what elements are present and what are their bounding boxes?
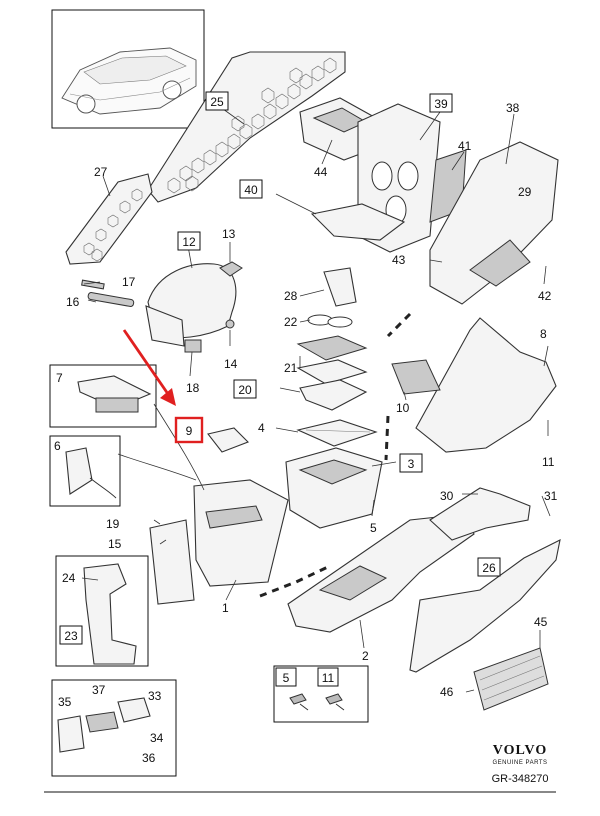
highlight-box-9 [174, 416, 204, 444]
label-16: 16 [66, 295, 80, 309]
label-44: 44 [314, 165, 328, 179]
part-3-storage-bin [285, 447, 383, 529]
part-18-spring [184, 339, 202, 353]
part-1-front-console [149, 479, 289, 605]
inset-fasteners [273, 665, 369, 723]
label-43: 43 [392, 253, 406, 267]
label-42: 42 [538, 289, 552, 303]
label-7: 7 [56, 371, 63, 385]
highlight-arrow [122, 329, 176, 406]
label-35: 35 [58, 695, 72, 709]
label-25: 25 [210, 95, 224, 109]
label-22: 22 [284, 315, 298, 329]
brand-name: VOLVO [493, 743, 548, 758]
label-4: 4 [258, 421, 265, 435]
part-12-armrest [145, 263, 237, 347]
label-13: 13 [222, 227, 236, 241]
label-10: 10 [396, 401, 410, 415]
part-46-mesh-panel [473, 647, 549, 711]
part-25-console-side-panel [147, 51, 346, 203]
leader-lines [81, 103, 551, 693]
reference-code: GR-348270 [492, 773, 549, 785]
label-24: 24 [62, 571, 76, 585]
car-thumbnail [51, 9, 205, 129]
label-37: 37 [92, 683, 106, 697]
part-2-console-base [287, 513, 475, 633]
label-1: 1 [222, 601, 229, 615]
label-38: 38 [506, 101, 520, 115]
label-40: 40 [244, 183, 258, 197]
fastener-label-5: 5 [283, 671, 290, 685]
label-17: 17 [122, 275, 136, 289]
label-8: 8 [540, 327, 547, 341]
label-6: 6 [54, 439, 61, 453]
label-9: 9 [186, 424, 193, 438]
part-10-cover [391, 359, 441, 395]
cupholder-stack [296, 267, 378, 447]
label-26: 26 [482, 561, 496, 575]
label-3: 3 [408, 457, 415, 471]
part-39-shifter-surround [310, 103, 441, 253]
fastener-label-11: 11 [322, 671, 335, 685]
inset-part-6 [49, 435, 121, 507]
part-16-pin [81, 279, 135, 307]
label-19: 19 [106, 517, 120, 531]
inset-parts-23-24 [55, 555, 149, 667]
brand-subtitle: GENUINE PARTS [493, 760, 548, 766]
label-39: 39 [434, 97, 448, 111]
label-21: 21 [284, 361, 298, 375]
boxed-labels: 25 39 40 12 20 3 26 23 9 5 11 [59, 91, 501, 685]
label-11: 11 [542, 455, 555, 469]
part-27-side-trim [65, 173, 153, 265]
volvo-logo: VOLVO GENUINE PARTS [493, 743, 548, 766]
part-30-bracket [429, 487, 531, 541]
part-26-side-panel [409, 539, 561, 673]
dashed-link-c [384, 415, 390, 461]
part-14-screw [225, 319, 235, 329]
label-12: 12 [182, 235, 196, 249]
label-15: 15 [108, 537, 122, 551]
label-36: 36 [142, 751, 156, 765]
label-30: 30 [440, 489, 454, 503]
inset-parts-33-37 [51, 679, 177, 777]
inset-part-7 [49, 364, 157, 428]
label-29: 29 [518, 185, 532, 199]
part-9-tray [207, 427, 249, 453]
label-34: 34 [150, 731, 164, 745]
label-18: 18 [186, 381, 200, 395]
label-45: 45 [534, 615, 548, 629]
part-13-clip [219, 261, 243, 277]
dashed-link-a [386, 312, 412, 338]
label-14: 14 [224, 357, 238, 371]
label-33: 33 [148, 689, 162, 703]
label-28: 28 [284, 289, 298, 303]
label-27: 27 [94, 165, 108, 179]
label-23: 23 [64, 629, 78, 643]
label-41: 41 [458, 139, 472, 153]
part-38-rear-console [429, 141, 559, 305]
label-5: 5 [370, 521, 377, 535]
part-8-rear-frame [415, 317, 557, 453]
label-2: 2 [362, 649, 369, 663]
label-31: 31 [544, 489, 558, 503]
label-20: 20 [238, 383, 252, 397]
label-46: 46 [440, 685, 454, 699]
plain-labels: 27 44 41 38 29 13 17 16 14 18 28 22 21 4… [54, 101, 558, 765]
